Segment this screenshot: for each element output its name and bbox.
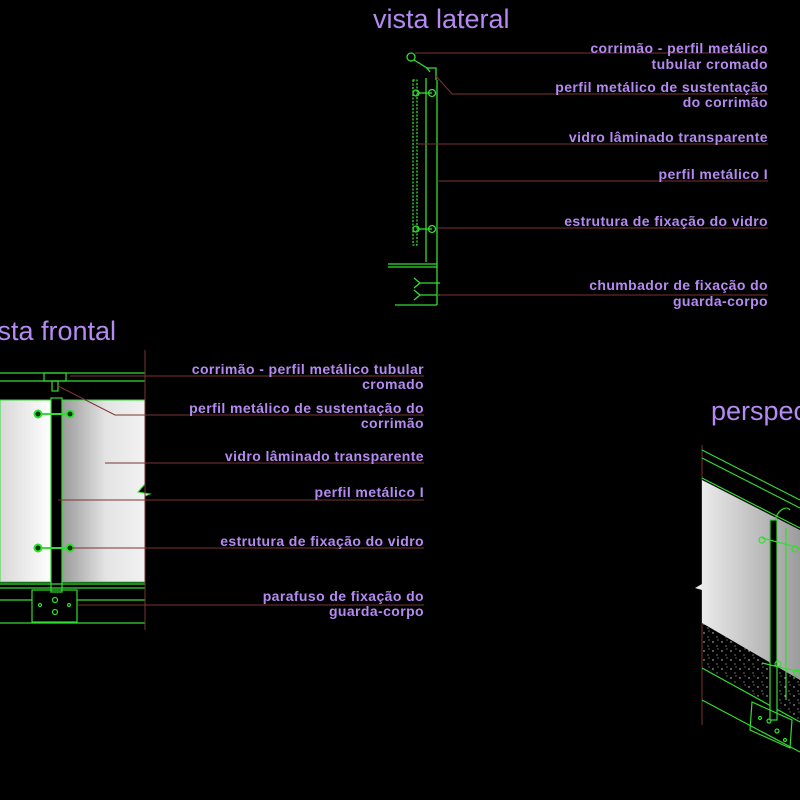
title-vista-lateral: vista lateral (373, 4, 510, 34)
lateral-label-anchor-2: guarda-corpo (672, 293, 768, 309)
glass-clamps (33, 409, 75, 553)
frontal-label-bolt-2: guarda-corpo (328, 603, 424, 619)
handrail-support (413, 59, 437, 80)
lateral-label-profile: perfil metálico I (658, 166, 768, 182)
base-plate (31, 589, 78, 623)
glass-section (412, 79, 418, 246)
handrail-section (406, 52, 416, 62)
glass-clamp-top (412, 88, 437, 98)
lateral-label-handrail: corrimão - perfil metálico (590, 40, 768, 56)
frontal-label-handrail: corrimão - perfil metálico tubular (191, 361, 424, 377)
lateral-label-handrail-2: tubular cromado (651, 56, 768, 72)
frontal-view-drawing (0, 350, 152, 630)
lateral-view-drawing (388, 52, 440, 306)
title-vista-frontal: vista frontal (0, 316, 117, 346)
frontal-label-glass-fixing: estrutura de fixação do vidro (220, 533, 424, 549)
frontal-label-profile: perfil metálico I (314, 484, 424, 500)
perspective-drawing (695, 445, 800, 753)
lateral-label-support-2: do corrimão (682, 94, 768, 110)
frontal-label-support-2: corrimão (360, 415, 424, 431)
frontal-label-handrail-2: cromado (362, 376, 424, 392)
frontal-label-support: perfil metálico de sustentação do (189, 400, 424, 416)
title-perspectiva: perspectiva (711, 396, 800, 426)
anchor-bolts (413, 277, 440, 301)
frontal-leader-lines (57, 375, 424, 606)
lateral-label-support: perfil metálico de sustentação (555, 79, 768, 95)
lateral-leader-lines (415, 52, 768, 296)
frontal-label-glass: vidro lâminado transparente (224, 448, 424, 464)
frontal-label-bolt: parafuso de fixação do (262, 588, 424, 604)
lateral-label-glass: vidro lâminado transparente (568, 129, 768, 145)
lateral-label-glass-fixing: estrutura de fixação do vidro (564, 213, 768, 229)
glass-clamp-bottom (412, 224, 437, 234)
perspective-base-plate (749, 701, 793, 749)
lateral-label-anchor: chumbador de fixação do (589, 277, 768, 293)
